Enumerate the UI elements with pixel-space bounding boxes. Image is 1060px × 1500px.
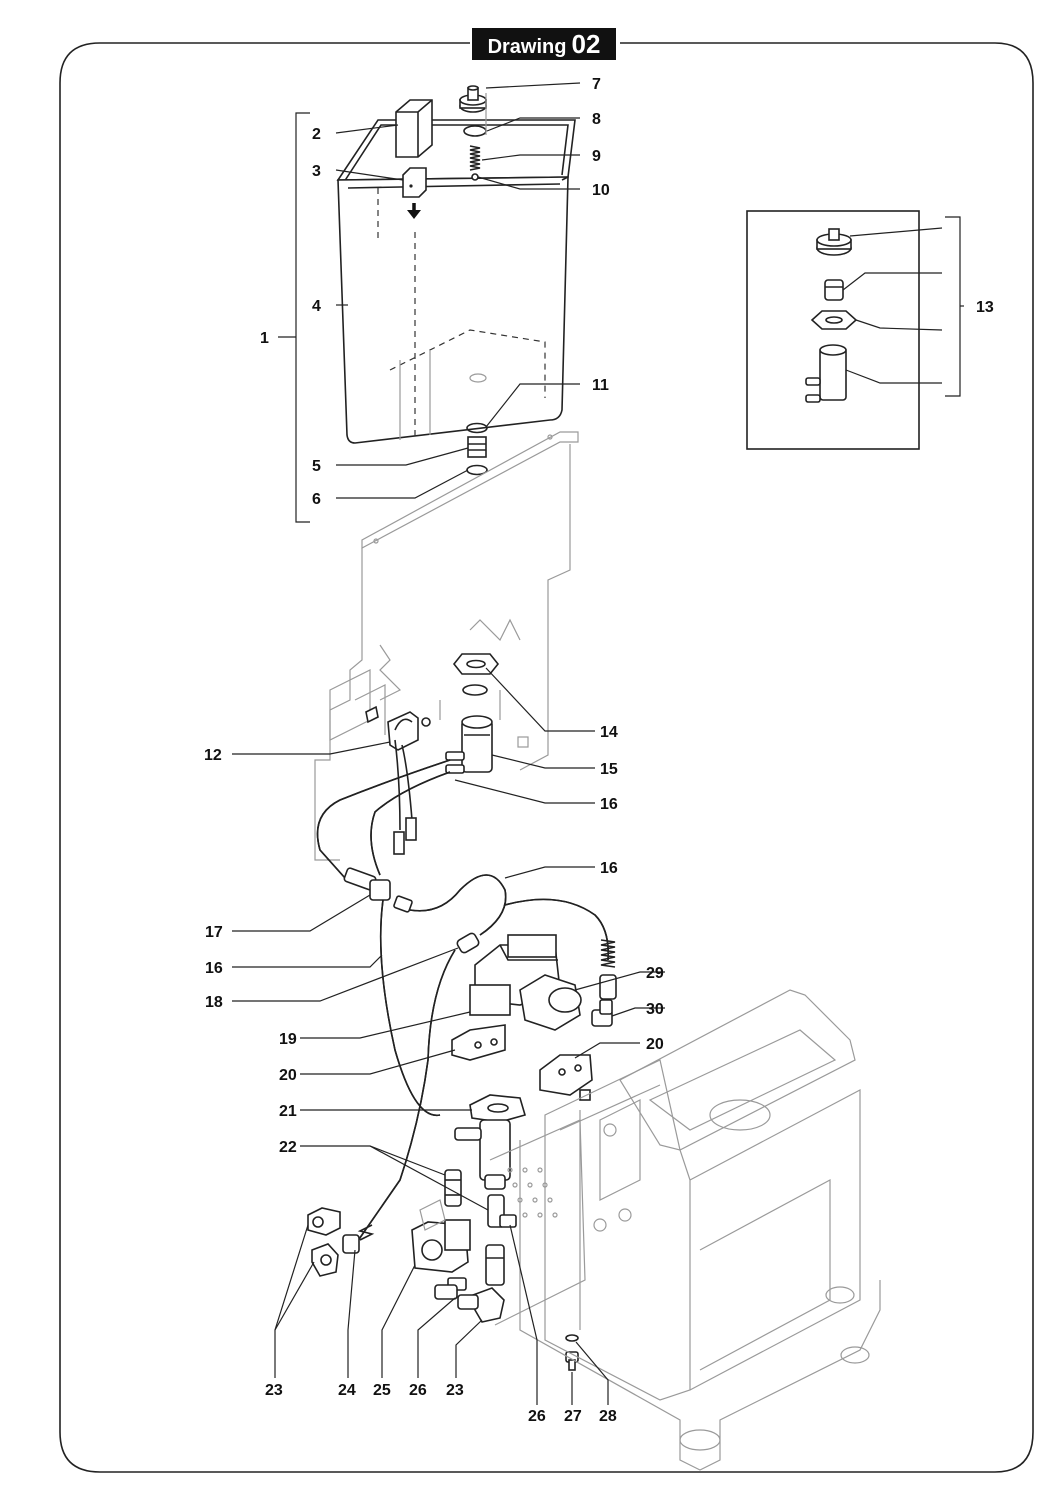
callout-16-b: 16 xyxy=(600,860,618,877)
callout-24: 24 xyxy=(338,1382,356,1399)
tank-cap-valve xyxy=(459,85,487,181)
pump-bracket-right xyxy=(539,1054,593,1101)
drawing-title-badge: Drawing 02 xyxy=(472,28,616,60)
callout-10: 10 xyxy=(592,182,610,199)
hose-middle xyxy=(354,874,610,1246)
tank-float xyxy=(395,99,433,158)
tank-outlet-fitting xyxy=(466,422,488,476)
callout-4: 4 xyxy=(312,298,321,315)
float-holder xyxy=(402,167,427,198)
down-arrow-icon xyxy=(407,203,421,219)
callout-27: 27 xyxy=(564,1408,582,1425)
callout-22: 22 xyxy=(279,1139,297,1156)
tee-connector xyxy=(343,867,413,913)
water-tank xyxy=(336,119,576,444)
callout-5: 5 xyxy=(312,458,321,475)
spring-sleeve xyxy=(599,939,617,1000)
callout-26-b: 26 xyxy=(528,1408,546,1425)
float-switch-clip xyxy=(365,705,431,751)
callout-26-a: 26 xyxy=(409,1382,427,1399)
callout-labels: 1 2 3 4 5 6 7 8 9 10 11 12 13 14 15 16 1… xyxy=(204,76,994,1425)
elbow-fitting-right xyxy=(457,1287,505,1323)
flow-meter xyxy=(454,1094,526,1190)
machine-back-panel xyxy=(314,431,579,861)
machine-base-chassis xyxy=(419,989,881,1471)
callout-20-b: 20 xyxy=(646,1036,664,1053)
hose-upper xyxy=(316,759,451,879)
callout-13: 13 xyxy=(976,299,994,316)
leader-lines xyxy=(232,82,964,1405)
callout-1: 1 xyxy=(260,330,269,347)
water-pump xyxy=(469,934,582,1031)
callout-17: 17 xyxy=(205,924,223,941)
callout-15: 15 xyxy=(600,761,618,778)
tank-base-connector xyxy=(445,715,493,774)
screw-and-washer xyxy=(565,1334,579,1371)
hose-fitting xyxy=(456,932,480,954)
callout-16-a: 16 xyxy=(600,796,618,813)
callout-29: 29 xyxy=(646,965,664,982)
drawing-title-number: 02 xyxy=(571,29,601,59)
callout-19: 19 xyxy=(279,1031,297,1048)
inset-detail-panel xyxy=(746,210,920,450)
float-switch-wires xyxy=(393,739,417,855)
hose-end-fitting xyxy=(342,1224,375,1254)
page-frame xyxy=(59,42,1034,1473)
callout-18: 18 xyxy=(205,994,223,1011)
pump-bracket-left xyxy=(451,1024,506,1061)
callout-20-a: 20 xyxy=(279,1067,297,1084)
callout-30: 30 xyxy=(646,1001,664,1018)
callout-23-a: 23 xyxy=(265,1382,283,1399)
callout-25: 25 xyxy=(373,1382,391,1399)
callout-8: 8 xyxy=(592,111,601,128)
check-valve-left xyxy=(444,1169,462,1207)
check-valve-right xyxy=(485,1194,517,1286)
callout-28: 28 xyxy=(599,1408,617,1425)
callout-16-c: 16 xyxy=(205,960,223,977)
callout-9: 9 xyxy=(592,148,601,165)
callout-12: 12 xyxy=(204,747,222,764)
callout-23-b: 23 xyxy=(446,1382,464,1399)
callout-7: 7 xyxy=(592,76,601,93)
callout-3: 3 xyxy=(312,163,321,180)
callout-21: 21 xyxy=(279,1103,297,1120)
callout-6: 6 xyxy=(312,491,321,508)
callout-11: 11 xyxy=(592,377,609,394)
solenoid-valve xyxy=(411,1219,471,1300)
callout-14: 14 xyxy=(600,724,618,741)
elbow-fittings-left xyxy=(307,1207,341,1277)
callout-2: 2 xyxy=(312,126,321,143)
drawing-title-word: Drawing xyxy=(487,36,567,58)
pump-elbow-outlet xyxy=(591,999,613,1027)
